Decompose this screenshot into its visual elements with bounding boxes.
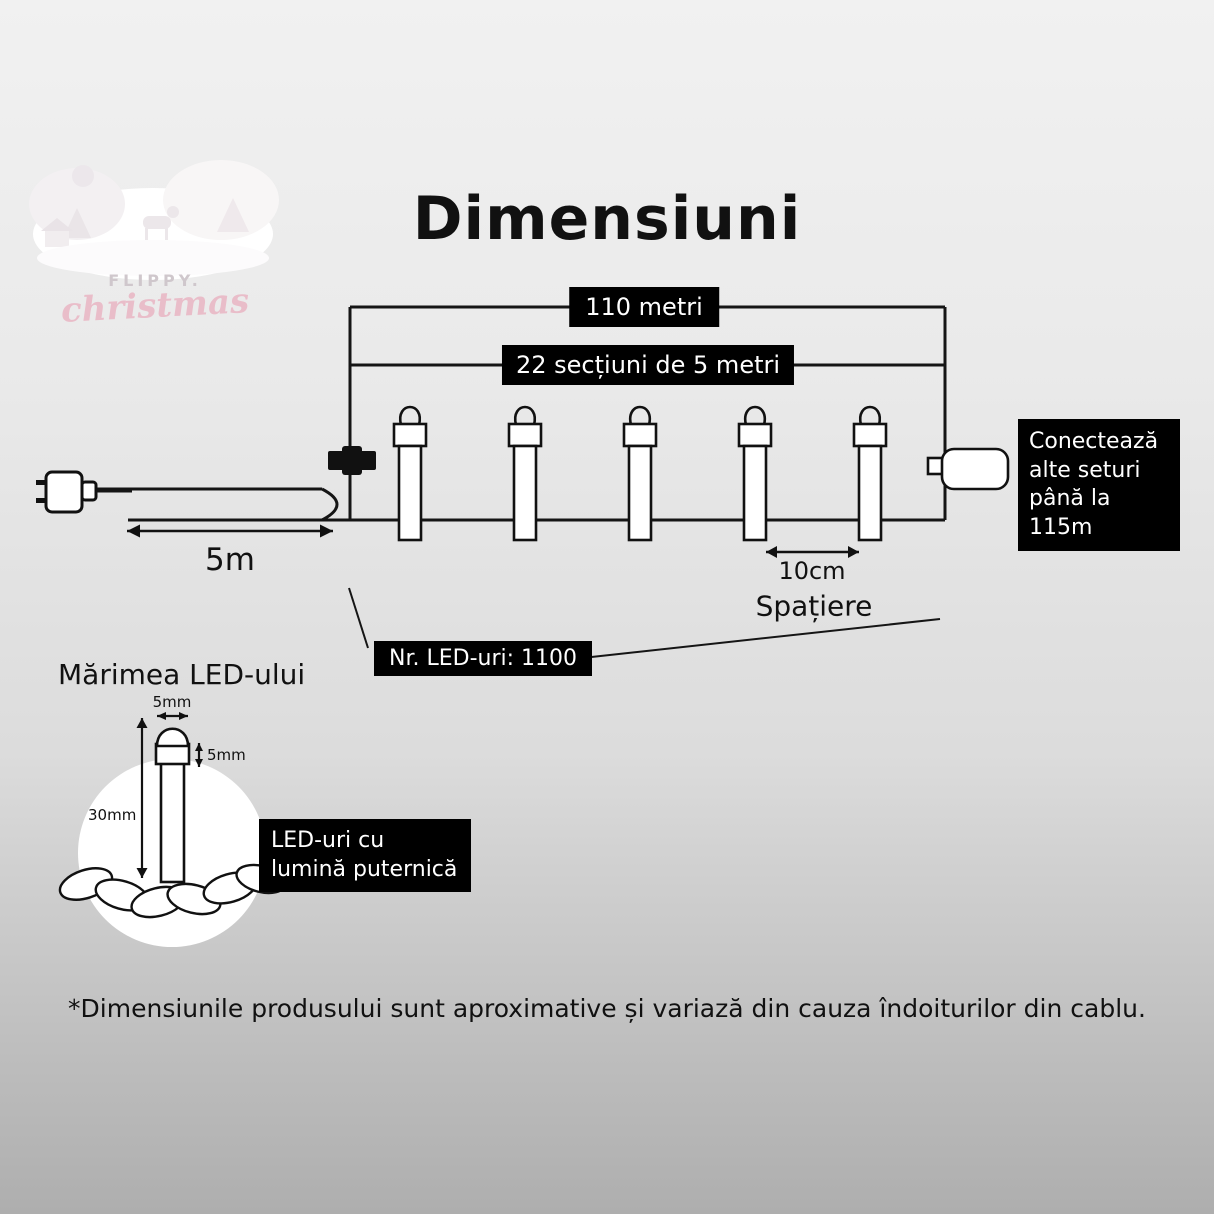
led-closeup xyxy=(154,727,191,884)
light-string-diagram xyxy=(36,305,1010,661)
led-bulbs xyxy=(392,405,888,542)
leader-lines xyxy=(348,587,941,661)
lead-length-arrow xyxy=(127,524,333,538)
led-size-diagram xyxy=(58,712,287,947)
brand-logo: FLIPPY. christmas xyxy=(25,146,285,331)
led-bulb xyxy=(737,405,773,542)
power-plug-icon xyxy=(36,470,132,514)
cap-height-arrow xyxy=(195,743,203,767)
led-bulb xyxy=(852,405,888,542)
led-bulb xyxy=(622,405,658,542)
total-length-label: 110 metri xyxy=(569,287,719,327)
tip-width-arrow xyxy=(157,712,188,720)
brand-name: FLIPPY. xyxy=(108,271,202,290)
spacing-caption: Spațiere xyxy=(755,589,873,623)
house-icon xyxy=(45,230,69,247)
tree-icon xyxy=(217,198,249,232)
spacing-arrow xyxy=(766,546,859,558)
led-brightness-note: LED-uri cu lumină puternică xyxy=(259,819,471,893)
deer-icon xyxy=(143,216,171,229)
extension-connector-icon xyxy=(926,447,1010,491)
lead-length-value: 5m xyxy=(205,542,255,578)
led-count-label: Nr. LED-uri: 1100 xyxy=(374,641,592,676)
snow-ground xyxy=(37,240,269,276)
connector-note-label: Conectează alte seturi până la 115m xyxy=(1018,419,1180,552)
moon-icon xyxy=(72,165,94,187)
page-title: Dimensiuni xyxy=(412,184,802,254)
body-height-value: 30mm xyxy=(88,806,137,824)
sections-label: 22 secțiuni de 5 metri xyxy=(501,345,795,385)
inline-connector-icon xyxy=(328,446,376,475)
cap-height-value: 5mm xyxy=(207,746,246,764)
led-bulb xyxy=(507,405,543,542)
led-size-heading: Mărimea LED-ului xyxy=(58,658,306,691)
led-bulb xyxy=(392,405,428,542)
body-height-arrow xyxy=(136,718,148,878)
tip-width-value: 5mm xyxy=(152,693,192,711)
winter-scene-illustration xyxy=(29,160,279,280)
spacing-value: 10cm xyxy=(778,557,846,585)
disclaimer-text: *Dimensiunile produsului sunt aproximati… xyxy=(68,994,1146,1023)
lead-wire-uturn xyxy=(321,487,339,522)
